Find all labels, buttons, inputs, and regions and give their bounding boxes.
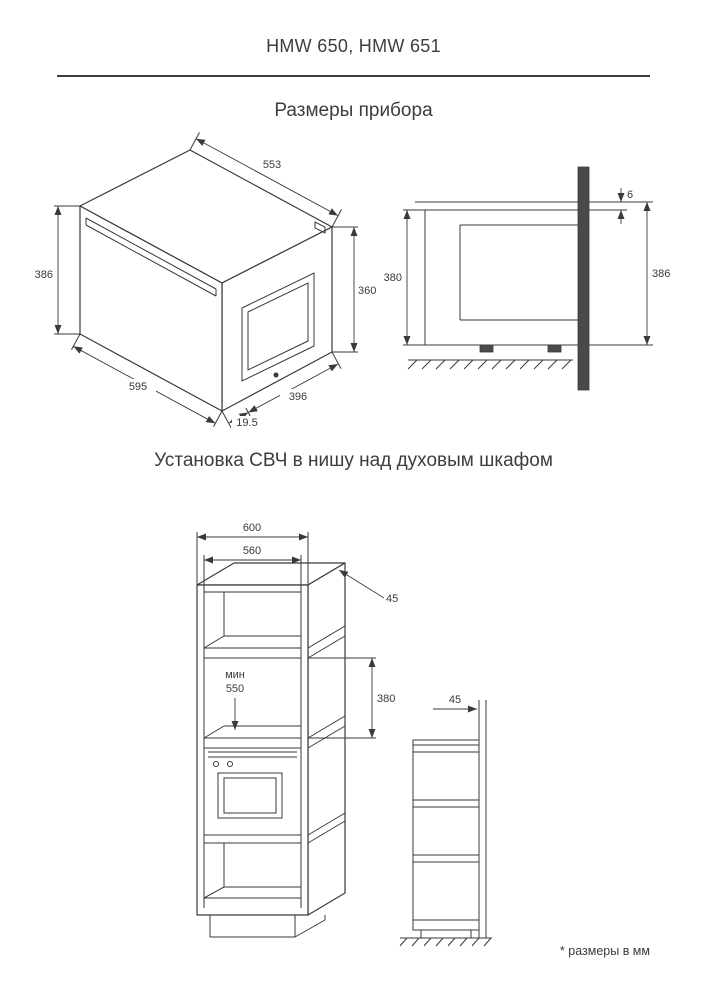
dim-height-right: 360	[358, 285, 376, 297]
section-heading-installation: Установка СВЧ в нишу над духовым шкафом	[154, 450, 553, 471]
dim-top-gap: 6	[627, 189, 633, 201]
dim-min-depth-value: 550	[226, 683, 244, 695]
appliance-outline	[424, 209, 578, 346]
dim-panel-thickness: 45	[386, 593, 398, 605]
section-heading-dimensions: Размеры прибора	[274, 100, 433, 121]
dim-overall-width: 600	[243, 522, 261, 534]
appliance-foot	[479, 344, 494, 353]
cabinet-side-body	[412, 739, 480, 931]
cabinet-side-dimension-lines: 45	[433, 694, 477, 713]
dim-niche-height: 380	[377, 693, 395, 705]
dim-width-top: 553	[263, 159, 281, 171]
door-window-inner	[247, 282, 309, 371]
cabinet-front-drawing: 600 560 45 мин 550 380	[196, 522, 398, 938]
plinth	[209, 915, 326, 938]
dim-height-left: 386	[35, 269, 53, 281]
cabinet-side-face	[307, 562, 346, 916]
niche-side-section-drawing: 6 380 386	[384, 166, 670, 391]
page-title: HMW 650, HMW 651	[266, 36, 441, 56]
appliance-cavity	[459, 224, 578, 321]
shelf-front-edges	[204, 647, 301, 844]
microwave-isometric-drawing: 553 386 360 595 19.5 396	[35, 132, 376, 430]
rear-wall-panel	[577, 166, 590, 391]
cabinet-front-dimension-lines: 600 560 45 мин 550 380	[196, 522, 398, 739]
dim-inner-width: 560	[243, 545, 261, 557]
cabinet-structure	[196, 562, 346, 938]
side-shelf-lines	[413, 744, 479, 921]
bottom-niche-interior	[203, 843, 301, 899]
dim-appliance-height: 380	[384, 272, 402, 284]
cabinet-side-structure	[399, 700, 492, 947]
door-handle	[85, 217, 217, 297]
oven-door-window	[223, 777, 277, 814]
cabinet-front-face	[196, 584, 309, 916]
dim-front-width: 595	[129, 381, 147, 393]
dim-min-depth-label: мин	[225, 669, 245, 681]
rear-wall-panel	[478, 700, 487, 938]
front-frame-inner	[203, 591, 302, 908]
door-latch-dot	[273, 372, 279, 378]
oven-handle	[208, 751, 297, 758]
plinth-recess	[420, 930, 472, 938]
door-window-outer	[241, 272, 315, 382]
title-divider	[57, 75, 650, 77]
units-footnote: * размеры в мм	[559, 944, 650, 958]
dim-niche-height: 386	[652, 268, 670, 280]
oven-knob	[227, 761, 233, 767]
cabinet-side-drawing: 45	[399, 694, 492, 947]
isometric-dimension-lines: 553 386 360 595 19.5 396	[35, 132, 376, 430]
floor-hatching	[407, 359, 572, 370]
niche-structure	[407, 166, 590, 391]
side-section-dimension-lines: 6 380 386	[384, 188, 670, 346]
ground-hatching	[399, 937, 492, 947]
dim-wall-offset: 45	[449, 694, 461, 706]
dim-door-offset: 19.5	[236, 417, 257, 429]
top-vent-detail	[314, 221, 326, 234]
oven-knob	[213, 761, 219, 767]
top-niche-interior	[203, 592, 301, 649]
side-shelf-edges	[307, 625, 346, 844]
oven-door-outer	[217, 772, 283, 819]
appliance-foot	[547, 344, 562, 353]
microwave-body	[79, 149, 333, 412]
dim-depth: 396	[289, 391, 307, 403]
